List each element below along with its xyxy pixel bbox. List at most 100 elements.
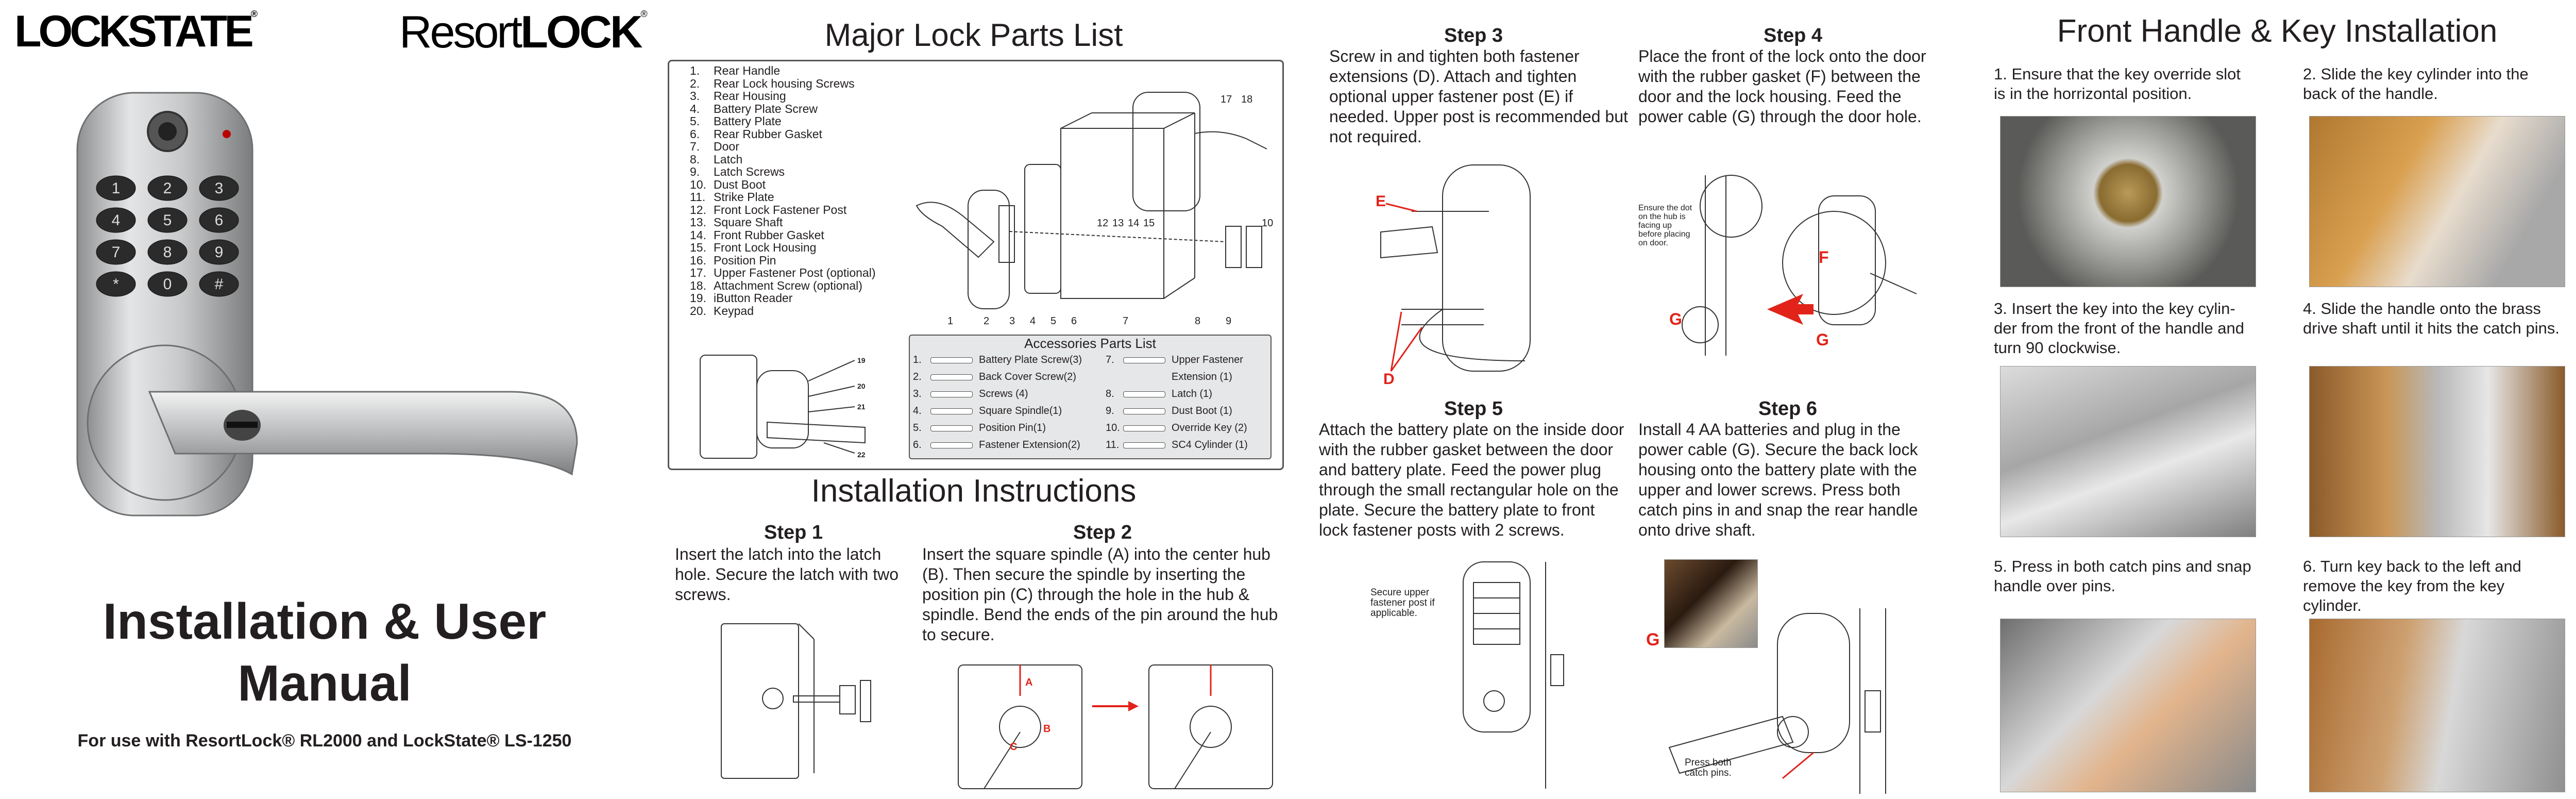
step2-diagram: A B C	[958, 664, 1273, 789]
accessory-label: Back Cover Screw(2)	[979, 371, 1076, 382]
accessory-part-icon	[930, 391, 973, 397]
parts-item-number: 15.	[690, 241, 706, 254]
accessory-label: Upper Fastener	[1172, 354, 1243, 365]
resortlock-logo: ResortLOCK®	[399, 6, 648, 57]
key-install-step-photo	[2000, 619, 2256, 792]
keypad-key-label: 1	[112, 180, 121, 197]
keypad-key-label: 8	[163, 244, 172, 261]
key-install-title: Front Handle & Key Installation	[2057, 13, 2498, 49]
parts-item-label: Square Shaft	[714, 215, 783, 229]
key-install-step-text: 2. Slide the key cylinder into the back …	[2303, 65, 2529, 103]
accessory-part-icon	[1123, 425, 1165, 431]
accessory-item: 5. Position Pin(1)	[913, 422, 1082, 439]
accessory-part-icon	[930, 357, 973, 363]
accessory-label: Position Pin(1)	[979, 422, 1046, 434]
step5-text: Attach the battery plate on the inside d…	[1319, 420, 1624, 539]
parts-list-item: 12.Front Lock Fastener Post	[690, 203, 876, 217]
step1-title: Step 1	[764, 522, 823, 543]
step6-title: Step 6	[1758, 398, 1818, 420]
diagram-callout: 1	[947, 315, 953, 327]
parts-item-label: Position Pin	[714, 253, 776, 267]
parts-list-item: 14. Front Rubber Gasket	[690, 228, 876, 242]
key-install-step-photo	[2309, 116, 2565, 287]
step1-diagram	[721, 623, 871, 779]
parts-item-label: Front Lock Fastener Post	[714, 203, 847, 217]
accessories-panel: Accessories Parts List 1.Battery Plate S…	[909, 335, 1272, 459]
keypad-callout: 22	[857, 451, 866, 459]
label-g-2: G	[1816, 330, 1829, 349]
keypad-key-label: 7	[112, 244, 121, 261]
key-install-step-photo	[2000, 366, 2256, 537]
accessory-number: 3.	[913, 388, 922, 400]
parts-item-number: 10.	[690, 177, 706, 191]
parts-list-item: 8.Latch	[690, 153, 876, 166]
diagram-callout: 10	[1262, 218, 1273, 229]
label-f: F	[1819, 248, 1829, 267]
diagram-callout: 17	[1221, 94, 1232, 105]
accessory-item: 2.Back Cover Screw(2)	[913, 371, 1082, 388]
diagram-callout: 18	[1241, 94, 1252, 105]
parts-item-number: 2.	[690, 76, 700, 90]
ensure-dot-note: Ensure the dot on the hub is facing up b…	[1638, 204, 1692, 247]
keypad-callout: 19	[857, 356, 866, 364]
parts-item-number: 14.	[690, 228, 706, 242]
step3-text: Screw in and tighten both fastener exten…	[1329, 47, 1628, 146]
key-install-step-photo	[2309, 366, 2565, 537]
step5-diagram	[1463, 561, 1564, 789]
step2-title: Step 2	[1073, 522, 1132, 543]
step3-title: Step 3	[1444, 25, 1503, 46]
accessory-part-icon	[1123, 408, 1165, 414]
accessory-label: Screws (4)	[979, 388, 1028, 400]
accessory-label: Extension (1)	[1172, 371, 1232, 382]
diagram-callout: 14	[1128, 218, 1139, 229]
parts-item-number: 18.	[690, 278, 706, 292]
parts-item-label: Front Rubber Gasket	[714, 228, 824, 242]
accessory-number: 7.	[1106, 354, 1114, 365]
parts-list-item: 19.iButton Reader	[690, 292, 876, 305]
step2-text: Insert the square spindle (A) into the c…	[922, 545, 1278, 644]
label-g-1: G	[1669, 310, 1682, 328]
keypad-key	[199, 239, 239, 265]
accessory-number: 9.	[1106, 405, 1114, 417]
diagram-callout: 7	[1123, 315, 1128, 327]
parts-item-number: 8.	[690, 152, 700, 166]
parts-item-number: 13.	[690, 215, 706, 229]
keypad-callout: 21	[857, 403, 866, 411]
parts-list-item: 7.Door	[690, 140, 876, 153]
keypad-key-label: 3	[215, 180, 224, 197]
accessory-number: 5.	[913, 422, 922, 434]
parts-list-title: Major Lock Parts List	[824, 18, 1123, 53]
keypad-key-label: 4	[112, 212, 121, 229]
accessory-number: 11.	[1106, 439, 1120, 451]
parts-item-number: 9.	[690, 165, 700, 178]
parts-item-number: 20.	[690, 304, 706, 318]
accessory-label: Dust Boot (1)	[1172, 405, 1232, 417]
parts-item-label: Rear Lock housing Screws	[714, 76, 855, 90]
label-b: B	[1043, 723, 1050, 735]
accessory-number: 1.	[913, 354, 922, 365]
parts-list-item: 13. Square Shaft	[690, 216, 876, 229]
accessory-item: Extension (1)	[1106, 371, 1248, 388]
key-install-step-photo	[2000, 116, 2256, 287]
accessory-item: 1.Battery Plate Screw(3)	[913, 354, 1082, 371]
parts-list-item: 4.Battery Plate Screw	[690, 102, 876, 115]
parts-item-number: 7.	[690, 140, 700, 153]
accessory-part-icon	[930, 374, 973, 380]
label-a: A	[1025, 677, 1032, 688]
step4-text: Place the front of the lock onto the doo…	[1638, 47, 1926, 126]
keypad-key	[199, 207, 239, 233]
parts-item-label: Latch Screws	[714, 165, 785, 178]
parts-list-item: 1.Rear Handle	[690, 64, 876, 77]
step1-text: Insert the latch into the latch hole. Se…	[675, 545, 899, 604]
press-both-note: Press both catch pins.	[1685, 757, 1732, 778]
install-title: Installation Instructions	[811, 473, 1137, 509]
parts-item-label: iButton Reader	[714, 291, 793, 305]
label-g-3: G	[1646, 630, 1660, 650]
keypad-key	[147, 271, 188, 297]
parts-list-item: 15.Front Lock Housing	[690, 241, 876, 254]
secure-upper-note: Secure upper fastener post if applicable…	[1370, 587, 1435, 619]
